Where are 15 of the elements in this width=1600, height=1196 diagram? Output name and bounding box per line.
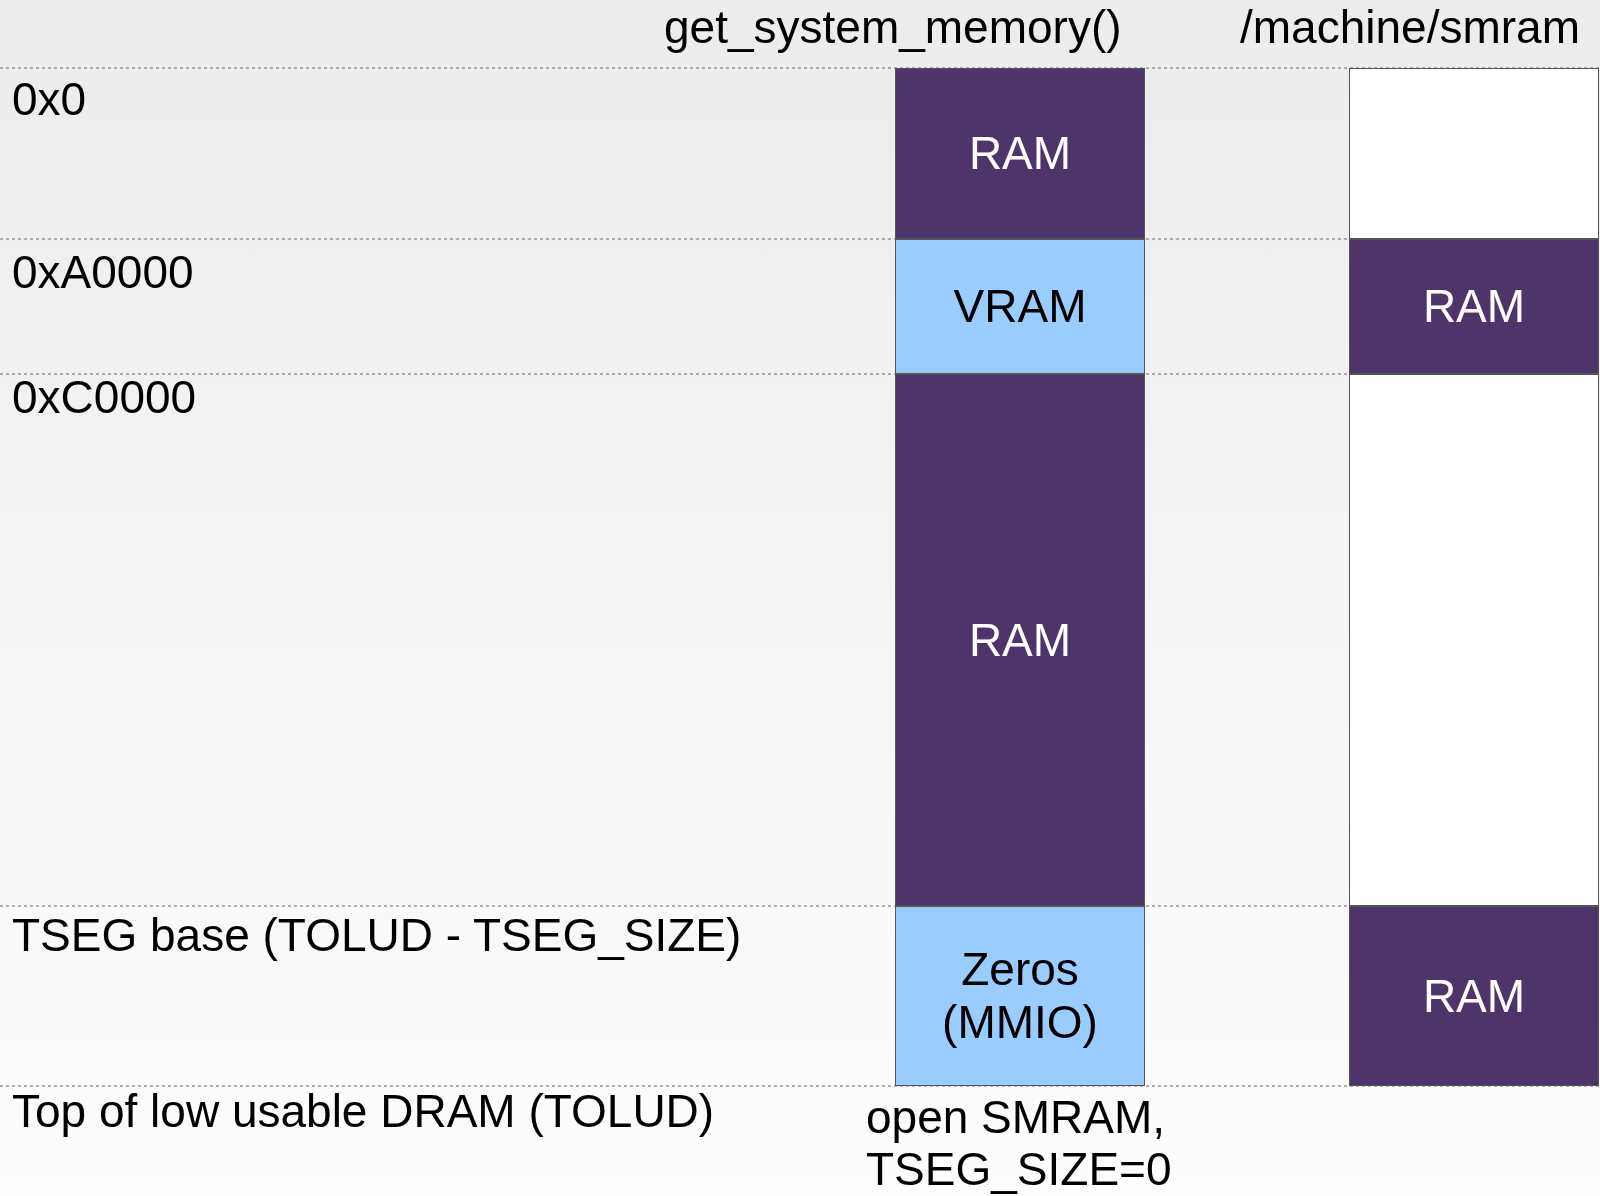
memory-region: Zeros (MMIO) <box>895 906 1145 1086</box>
memory-region: RAM <box>1349 906 1599 1086</box>
address-label: 0x0 <box>12 74 87 126</box>
address-label: 0xA0000 <box>12 247 194 299</box>
memory-region: RAM <box>895 68 1145 239</box>
memory-region: RAM <box>895 374 1145 906</box>
note: open SMRAM, TSEG_SIZE=0 <box>866 1092 1173 1196</box>
column-heading: get_system_memory() <box>664 2 1122 54</box>
address-label: Top of low usable DRAM (TOLUD) <box>12 1086 715 1138</box>
column-heading: /machine/smram <box>1240 2 1580 54</box>
memory-region: VRAM <box>895 239 1145 374</box>
address-label: 0xC0000 <box>12 372 197 424</box>
address-label: TSEG base (TOLUD - TSEG_SIZE) <box>12 910 742 962</box>
memory-region: RAM <box>1349 239 1599 374</box>
empty-region <box>1349 68 1599 239</box>
